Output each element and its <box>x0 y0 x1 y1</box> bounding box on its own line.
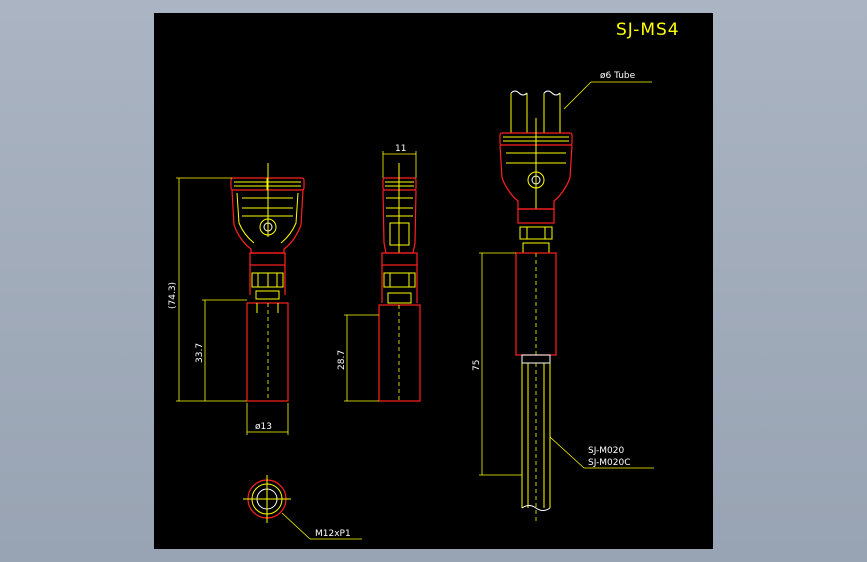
side-view: 11 28.7 <box>337 144 421 402</box>
callout-model-b: SJ-M020C <box>588 458 631 468</box>
cad-drawing: SJ-MS4 <box>168 20 680 540</box>
front-view <box>230 163 305 402</box>
front-dimensions: (74.3) 33.7 ø13 <box>168 177 289 435</box>
dim-body-height-front: 33.7 <box>195 343 205 363</box>
bottom-view: M12xP1 <box>243 475 362 540</box>
dim-side-width: 11 <box>395 144 406 154</box>
dim-body-width: ø13 <box>255 422 272 432</box>
assembled-view: 75 ø6 Tube SJ-M020 SJ-M020C <box>472 71 654 523</box>
dim-body-height-side: 28.7 <box>337 350 347 370</box>
callout-tube: ø6 Tube <box>600 71 636 81</box>
callout-thread: M12xP1 <box>315 529 351 539</box>
drawing-title: SJ-MS4 <box>616 20 680 40</box>
dim-overall-height: (74.3) <box>168 282 178 309</box>
drawing-canvas: SJ-MS4 <box>154 13 713 549</box>
callout-model-a: SJ-M020 <box>588 446 625 456</box>
dim-tube-length: 75 <box>472 360 482 371</box>
